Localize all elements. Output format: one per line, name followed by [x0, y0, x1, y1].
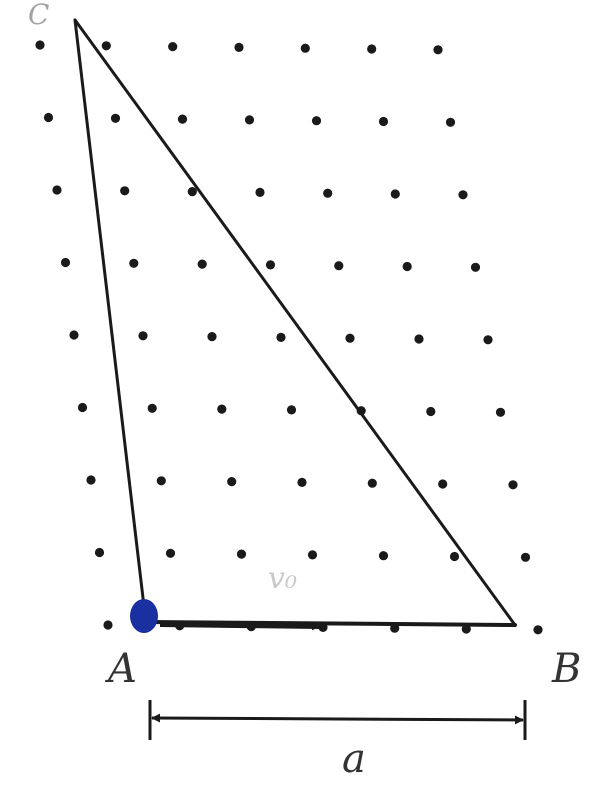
field-dot-grid	[35, 40, 543, 635]
field-dot	[367, 44, 377, 54]
vertex-label-b: B	[551, 646, 581, 692]
triangle-abc	[73, 18, 517, 627]
velocity-label: v₀	[268, 561, 297, 596]
field-dot	[323, 188, 333, 198]
field-dot	[187, 187, 197, 197]
field-dot	[60, 257, 71, 268]
field-dot	[367, 478, 377, 488]
field-dot	[378, 551, 389, 561]
field-dot	[138, 331, 148, 341]
field-dot	[265, 260, 276, 270]
vertex-label-c: C	[28, 0, 49, 31]
field-dot	[244, 115, 255, 125]
field-dot	[426, 406, 436, 417]
field-dot	[390, 189, 400, 199]
field-dot	[101, 41, 111, 51]
field-dot	[165, 548, 176, 558]
field-dot	[286, 405, 297, 415]
field-dot	[197, 259, 207, 269]
field-dot	[520, 552, 531, 562]
field-dot	[508, 480, 518, 490]
field-dot	[307, 550, 318, 560]
side-cb	[73, 18, 517, 627]
field-dot	[495, 407, 506, 417]
field-dot	[276, 332, 286, 342]
field-dot	[234, 42, 244, 53]
field-dot	[334, 261, 344, 271]
field-dot	[433, 45, 443, 55]
side-ca	[73, 18, 147, 617]
field-dot	[86, 475, 96, 485]
field-dot	[103, 620, 113, 630]
field-dot	[207, 332, 217, 342]
field-dot	[483, 335, 493, 345]
field-dot	[94, 547, 105, 558]
field-dot	[311, 116, 322, 126]
field-dot	[533, 625, 543, 635]
field-dot	[300, 43, 310, 53]
field-dot	[120, 186, 130, 196]
field-dot	[297, 477, 307, 487]
length-label: a	[342, 736, 366, 782]
field-dot	[177, 114, 188, 124]
field-dot	[147, 403, 157, 413]
field-dot	[449, 551, 460, 562]
field-dot	[43, 112, 54, 123]
field-dot	[217, 404, 227, 414]
field-dot	[458, 190, 468, 200]
field-dot	[470, 262, 481, 272]
field-dot	[378, 116, 389, 127]
field-dot	[345, 333, 355, 343]
particle	[130, 599, 158, 633]
field-dot	[52, 185, 62, 195]
field-dot	[438, 479, 448, 489]
field-dot	[227, 477, 237, 487]
field-dot	[255, 187, 265, 197]
field-dot	[168, 42, 178, 52]
field-dot	[445, 117, 456, 127]
field-dot	[77, 402, 88, 413]
dimension-line	[151, 713, 524, 725]
field-dot	[156, 476, 166, 486]
vertex-label-a: A	[104, 646, 137, 692]
field-dot	[402, 261, 412, 272]
field-dot	[461, 624, 471, 634]
field-dot	[414, 334, 424, 344]
field-dot	[69, 330, 79, 340]
length-dimension	[148, 700, 527, 740]
velocity-arrow	[159, 621, 321, 631]
field-dot	[129, 258, 139, 268]
field-dot	[110, 113, 121, 123]
field-dot	[236, 549, 247, 559]
field-dot	[35, 40, 45, 50]
